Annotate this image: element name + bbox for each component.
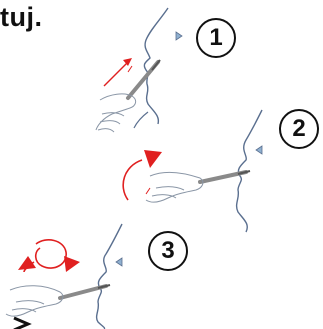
step-2-face-profile <box>235 109 263 233</box>
step-2-eye <box>255 145 263 155</box>
step-3-number-circle <box>148 231 188 271</box>
step-1-face-profile <box>143 7 169 125</box>
step-3-illustration <box>5 223 123 329</box>
step-2-hand <box>145 171 204 203</box>
step-1-number: 1 <box>209 24 223 51</box>
step-2-number-circle <box>279 109 319 149</box>
step-1-illustration <box>95 7 183 133</box>
step-1-number-circle <box>196 18 236 58</box>
step-3-number: 3 <box>161 237 175 264</box>
step-3-rotation-arrows <box>34 239 67 269</box>
step-3-eye <box>115 257 123 267</box>
step-2-illustration <box>122 109 263 233</box>
step-1-direction-arrow <box>103 61 129 87</box>
step-2-rotation-arrow <box>122 159 143 201</box>
cropped-arrow-fragment <box>13 316 32 329</box>
instruction-heading: tuj. <box>0 2 43 32</box>
step-1-eye <box>175 31 183 41</box>
step-1-neck <box>133 111 149 129</box>
step-1-hand <box>95 93 137 133</box>
step-2-number: 2 <box>292 115 306 142</box>
step-3-hand <box>5 285 64 317</box>
step-3-face-profile <box>95 223 123 329</box>
